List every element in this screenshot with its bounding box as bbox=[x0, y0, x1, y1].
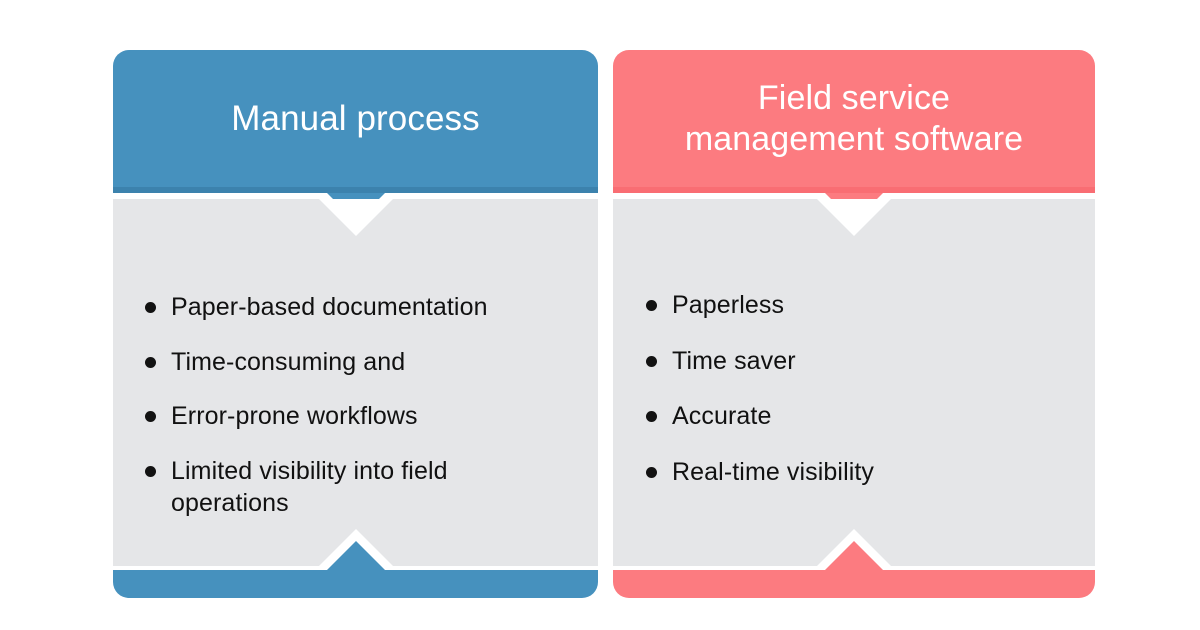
body-notch-top-icon bbox=[816, 199, 892, 236]
list-item: Accurate bbox=[646, 400, 1069, 433]
column-footer-manual-process bbox=[113, 541, 598, 598]
list-item: Paperless bbox=[646, 289, 1069, 322]
list-item-label: Time saver bbox=[672, 346, 796, 375]
bullet-dot-icon bbox=[145, 465, 156, 477]
bullet-list-field-service-management-software: Paperless Time saver Accurate Real-time … bbox=[613, 199, 1095, 511]
body-notch-top-icon bbox=[317, 199, 394, 236]
bullet-dot-icon bbox=[145, 302, 156, 313]
list-item: Paper-based documentation bbox=[145, 291, 572, 324]
list-item-label: Paper-based documentation bbox=[171, 293, 488, 321]
bullet-list-manual-process: Paper-based documentation Time-consuming… bbox=[113, 199, 598, 542]
bullet-dot-icon bbox=[646, 355, 657, 367]
column-title-field-service-management-software: Field service management software bbox=[684, 79, 1024, 158]
column-header-manual-process: Manual process bbox=[113, 50, 598, 193]
column-body-manual-process: Paper-based documentation Time-consuming… bbox=[113, 199, 598, 566]
list-item: Time-consuming and bbox=[145, 346, 572, 379]
column-body-field-service-management-software: Paperless Time saver Accurate Real-time … bbox=[613, 199, 1095, 566]
column-title-manual-process: Manual process bbox=[231, 98, 480, 138]
list-item-label: Time-consuming and bbox=[171, 347, 406, 376]
footer-arrow-up-icon bbox=[825, 541, 883, 570]
list-item-label: Limited visibility into field operations bbox=[171, 456, 448, 518]
header-bottom-strip bbox=[113, 187, 598, 193]
list-item: Time saver bbox=[646, 345, 1069, 378]
list-item: Limited visibility into field operations bbox=[145, 455, 572, 520]
column-header-field-service-management-software: Field service management software bbox=[613, 50, 1095, 193]
list-item-label: Error-prone workflows bbox=[171, 402, 418, 430]
bullet-dot-icon bbox=[646, 466, 657, 478]
bullet-dot-icon bbox=[145, 356, 156, 368]
list-item: Error-prone workflows bbox=[145, 400, 572, 433]
list-item-label: Accurate bbox=[672, 402, 772, 430]
comparison-column-field-service-management-software: Field service management software Paperl… bbox=[613, 50, 1095, 598]
bullet-dot-icon bbox=[646, 411, 657, 422]
list-item-label: Paperless bbox=[672, 291, 785, 319]
footer-arrow-up-icon bbox=[326, 541, 385, 570]
list-item: Real-time visibility bbox=[646, 456, 1069, 489]
column-footer-field-service-management-software bbox=[613, 541, 1095, 598]
bullet-dot-icon bbox=[145, 411, 156, 422]
list-item-label: Real-time visibility bbox=[672, 457, 875, 486]
header-bottom-strip bbox=[613, 187, 1095, 193]
comparison-column-manual-process: Manual process Paper-based documentation… bbox=[113, 50, 598, 598]
bullet-dot-icon bbox=[646, 300, 657, 311]
